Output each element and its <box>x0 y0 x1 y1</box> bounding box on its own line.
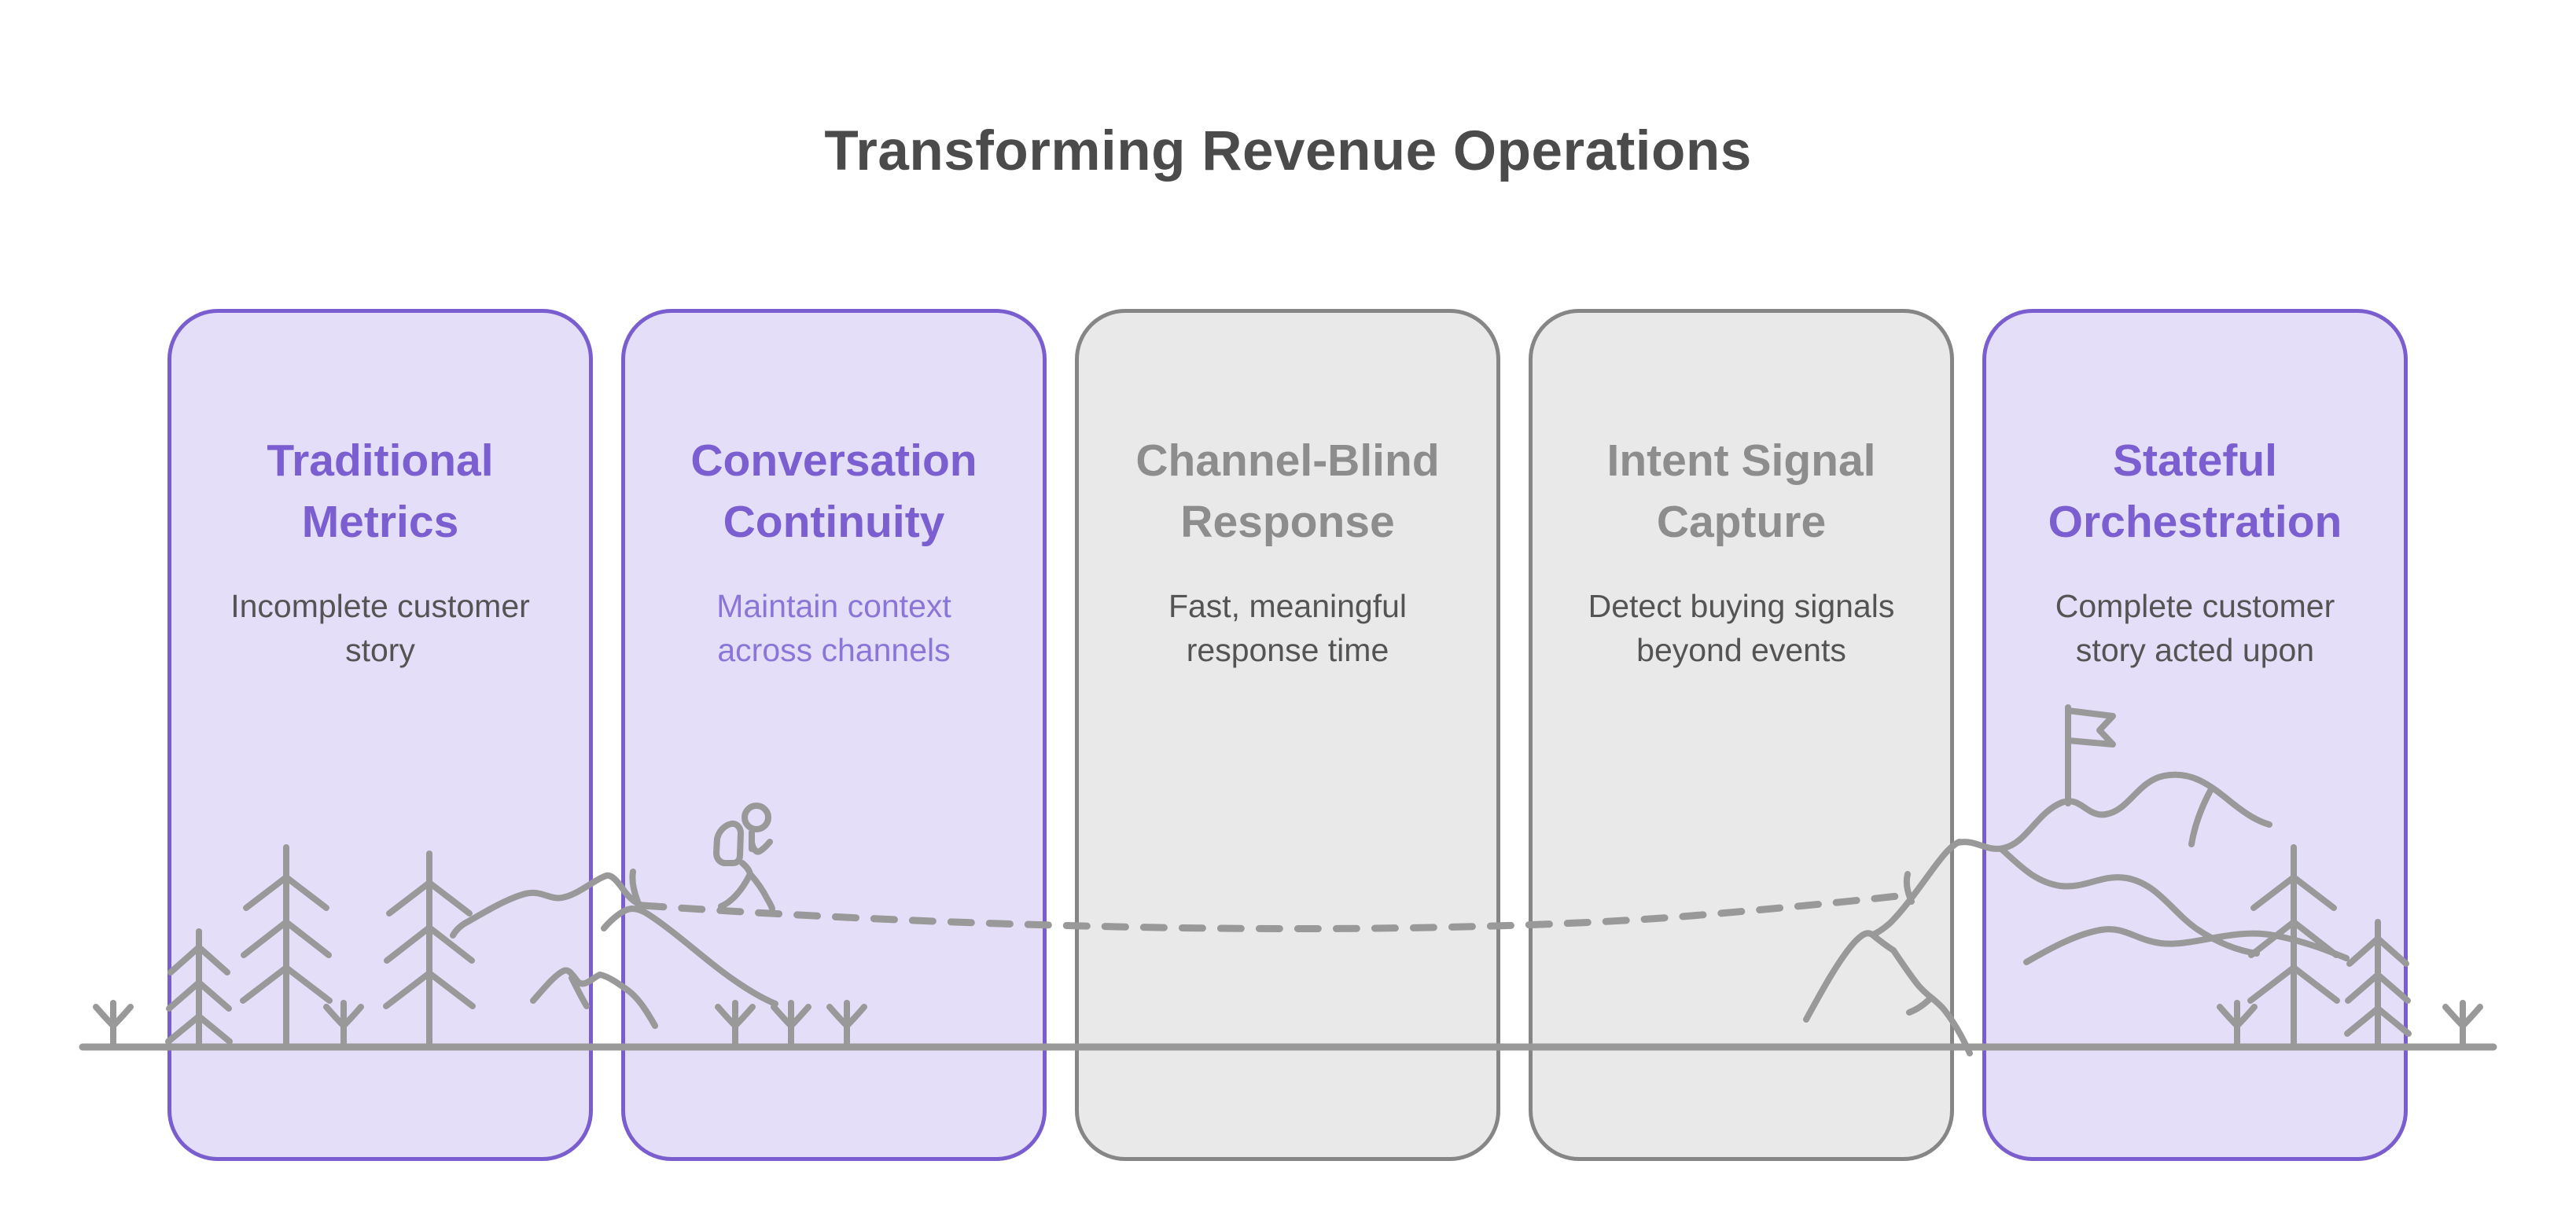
cards-row: Traditional Metrics Incomplete customer … <box>167 309 2408 1161</box>
card-intent-signal-capture: Intent Signal Capture Detect buying sign… <box>1529 309 1954 1161</box>
card-title-line2: Orchestration <box>2048 496 2342 547</box>
card-title-line2: Capture <box>1656 496 1827 547</box>
card-subtitle: Fast, meaningful response time <box>1168 584 1407 672</box>
card-conversation-continuity: Conversation Continuity Maintain context… <box>621 309 1047 1161</box>
card-title: Channel-Blind Response <box>1135 431 1439 553</box>
card-title: Stateful Orchestration <box>2048 431 2342 553</box>
card-title-line1: Conversation <box>690 435 977 486</box>
card-subtitle: Detect buying signals beyond events <box>1588 584 1895 672</box>
card-subtitle-line1: Complete customer <box>2055 588 2335 625</box>
sapling <box>2442 1000 2483 1050</box>
card-title: Intent Signal Capture <box>1607 431 1876 553</box>
card-subtitle-line2: across channels <box>717 632 951 669</box>
card-channel-blind-response: Channel-Blind Response Fast, meaningful … <box>1075 309 1500 1161</box>
card-title: Traditional Metrics <box>267 431 493 553</box>
card-subtitle-line1: Fast, meaningful <box>1168 588 1408 625</box>
sapling <box>93 1000 134 1050</box>
card-title: Conversation Continuity <box>690 431 977 553</box>
card-title-line1: Channel-Blind <box>1135 435 1440 486</box>
card-subtitle: Maintain context across channels <box>716 584 951 672</box>
card-subtitle-line1: Incomplete customer <box>230 588 530 625</box>
card-title-line2: Metrics <box>301 496 459 547</box>
card-subtitle-line2: beyond events <box>1636 632 1846 669</box>
card-traditional-metrics: Traditional Metrics Incomplete customer … <box>167 309 593 1161</box>
card-stateful-orchestration: Stateful Orchestration Complete customer… <box>1982 309 2408 1161</box>
card-subtitle: Incomplete customer story <box>230 584 530 672</box>
card-subtitle-line2: response time <box>1186 632 1389 669</box>
card-subtitle-line2: story acted upon <box>2075 632 2315 669</box>
page-title: Transforming Revenue Operations <box>824 120 1752 182</box>
card-subtitle: Complete customer story acted upon <box>2055 584 2335 672</box>
card-subtitle-line1: Maintain context <box>716 588 951 625</box>
card-title-line1: Stateful <box>2112 435 2277 486</box>
card-title-line2: Continuity <box>723 496 945 547</box>
card-title-line2: Response <box>1180 496 1395 547</box>
card-title-line1: Traditional <box>267 435 494 486</box>
card-subtitle-line1: Detect buying signals <box>1588 588 1895 625</box>
card-title-line1: Intent Signal <box>1606 435 1876 486</box>
card-subtitle-line2: story <box>345 632 415 669</box>
